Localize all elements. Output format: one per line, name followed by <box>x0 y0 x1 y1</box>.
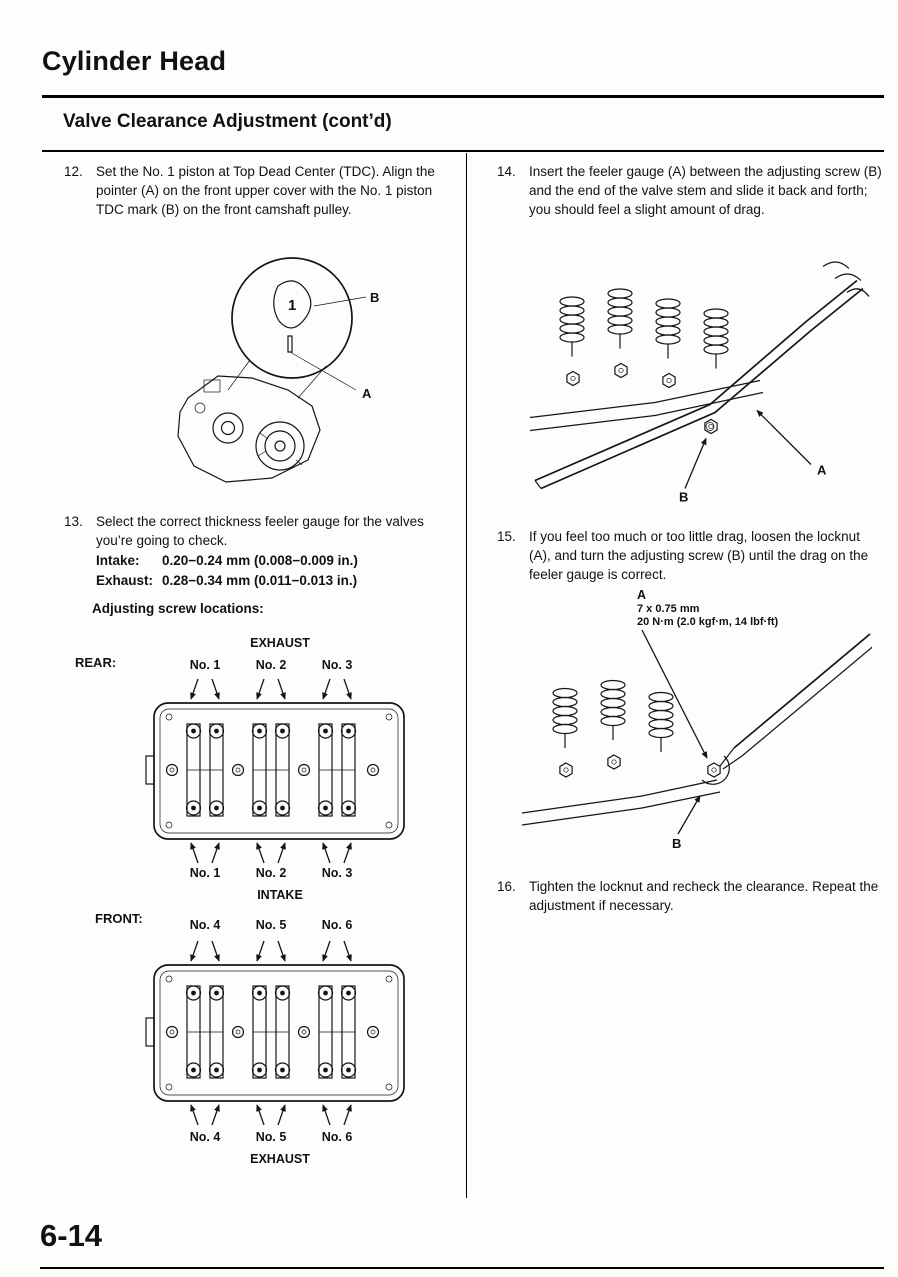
figure-label-a: A <box>817 463 827 478</box>
step-13-number: 13. <box>64 514 83 529</box>
intake-value: 0.20−0.24 mm (0.008−0.009 in.) <box>162 552 358 568</box>
adjusting-screw-heading: Adjusting screw locations: <box>92 601 264 616</box>
chapter-title: Cylinder Head <box>42 46 227 76</box>
intake-spec: Intake: 0.20−0.24 mm (0.008−0.009 in.) <box>96 552 456 571</box>
figure-callout-1: 1 <box>288 297 296 314</box>
step-12-number: 12. <box>64 164 83 179</box>
section-rule <box>42 150 884 152</box>
valve-label: No. 4 <box>189 1130 221 1144</box>
step-16-number: 16. <box>497 879 516 894</box>
rear-intake-title: INTAKE <box>257 888 303 902</box>
valve-label: No. 1 <box>189 658 221 672</box>
rear-exhaust-title: EXHAUST <box>250 636 310 650</box>
head-diagram-rear <box>145 676 415 866</box>
exhaust-value: 0.28−0.34 mm (0.011−0.013 in.) <box>162 572 358 588</box>
figure-label-b: B <box>679 490 688 505</box>
step-16-text: Tighten the locknut and recheck the clea… <box>529 879 879 913</box>
figure-feeler-gauge: A B <box>529 261 870 505</box>
valve-label: No. 3 <box>321 658 353 672</box>
column-divider <box>466 153 467 1198</box>
valve-label: No. 1 <box>189 866 221 880</box>
spec-label-a: A <box>637 588 647 602</box>
spec-torque-value: 20 N·m (2.0 kgf·m, 14 lbf·ft) <box>637 615 779 628</box>
step-14-text: Insert the feeler gauge (A) between the … <box>529 164 882 217</box>
figure-adjusting-screw: B <box>521 629 872 851</box>
step-13-body: Select the correct thickness feeler gaug… <box>96 514 424 548</box>
step-16: 16. Tighten the locknut and recheck the … <box>497 878 885 916</box>
valve-label: No. 2 <box>255 658 287 672</box>
spec-thread-size: 7 x 0.75 mm <box>637 602 700 615</box>
figure-label-b: B <box>370 290 379 305</box>
head-diagram-front <box>145 938 415 1128</box>
step-14-number: 14. <box>497 164 516 179</box>
intake-label: Intake: <box>96 552 140 568</box>
valve-label: No. 3 <box>321 866 353 880</box>
exhaust-spec: Exhaust: 0.28−0.34 mm (0.011−0.013 in.) <box>96 572 456 591</box>
step-12: 12. Set the No. 1 piston at Top Dead Cen… <box>64 163 456 220</box>
section-title: Valve Clearance Adjustment (cont’d) <box>63 111 392 132</box>
valve-label: No. 6 <box>321 1130 353 1144</box>
figure-label-a: A <box>362 386 372 401</box>
valve-label: No. 4 <box>189 918 221 932</box>
step-15: 15. If you feel too much or too little d… <box>497 528 885 585</box>
valve-label: No. 6 <box>321 918 353 932</box>
step-14: 14. Insert the feeler gauge (A) between … <box>497 163 885 220</box>
torque-spec-block: A 7 x 0.75 mm 20 N·m (2.0 kgf·m, 14 lbf·… <box>637 588 778 629</box>
step-12-text: Set the No. 1 piston at Top Dead Center … <box>96 164 435 217</box>
valve-label: No. 5 <box>255 918 287 932</box>
front-exhaust-title: EXHAUST <box>250 1152 310 1166</box>
footer-rule <box>40 1267 884 1269</box>
valve-label: No. 5 <box>255 1130 287 1144</box>
header-rule <box>42 95 884 98</box>
figure-tdc-pulley: 1 B A <box>177 257 379 483</box>
page-number: 6-14 <box>40 1218 103 1253</box>
exhaust-label: Exhaust: <box>96 572 154 588</box>
step-15-number: 15. <box>497 529 516 544</box>
step-13: 13. Select the correct thickness feeler … <box>64 513 456 591</box>
step-13-text: Select the correct thickness feeler gaug… <box>96 513 456 591</box>
valve-label: No. 2 <box>255 866 287 880</box>
step-15-text: If you feel too much or too little drag,… <box>529 529 869 582</box>
rear-label: REAR: <box>75 655 117 670</box>
front-label: FRONT: <box>95 911 143 926</box>
figure-label-b: B <box>672 836 681 851</box>
